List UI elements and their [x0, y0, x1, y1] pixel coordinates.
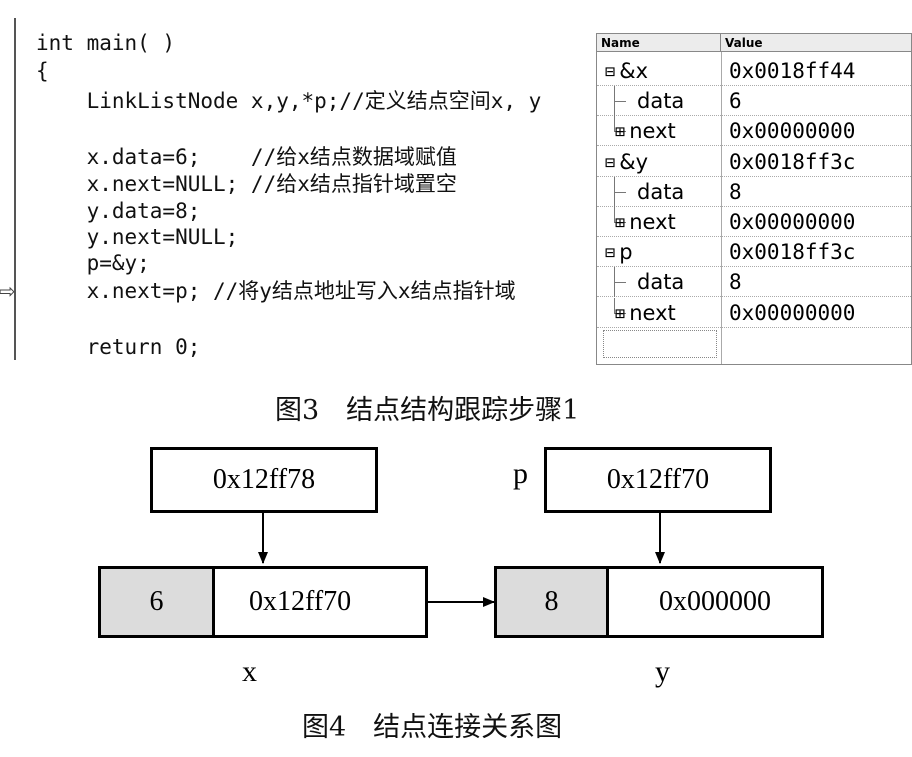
watch-row-value[interactable]: 0x0018ff44	[729, 59, 856, 83]
watch-row-label: next	[629, 210, 676, 234]
watch-row-label: &y	[619, 149, 649, 174]
gutter-divider	[14, 18, 16, 360]
tree-connector	[614, 312, 626, 314]
collapse-icon[interactable]: ⊟	[605, 243, 616, 264]
node-y-next: 0x000000	[606, 566, 824, 638]
watch-row[interactable]: ⊞next 0x00000000	[597, 116, 911, 147]
watch-row[interactable]: ⊞next 0x00000000	[597, 207, 911, 237]
watch-row-label: p	[619, 240, 633, 265]
watch-row-label: data	[637, 89, 685, 114]
watch-row-value[interactable]: 0x00000000	[729, 210, 856, 234]
code-line: x.next=p; //将y结点地址写入x结点指针域	[36, 279, 516, 303]
watch-row[interactable]: data 8	[597, 176, 911, 207]
tree-connector	[614, 207, 615, 223]
tree-connector	[614, 267, 615, 298]
watch-row-label: &x	[619, 59, 649, 83]
watch-row-name: data	[637, 267, 684, 297]
watch-row-value[interactable]: 0x0018ff3c	[729, 149, 856, 174]
code-editor: ⇨ int main( ) { LinkListNode x,y,*p;//定义结…	[0, 18, 592, 368]
tree-connector	[614, 116, 615, 133]
watch-row[interactable]: data 6	[597, 86, 911, 117]
watch-row-label: next	[629, 300, 676, 325]
watch-row-name: ⊟&x	[605, 56, 648, 86]
watch-row[interactable]: ⊟&x 0x0018ff44	[597, 56, 911, 86]
watch-row[interactable]: ⊟p 0x0018ff3c	[597, 237, 911, 268]
watch-row-label: data	[637, 179, 685, 204]
p-pointer-box: 0x12ff70	[544, 447, 772, 513]
figure-3-caption: 图3 结点结构跟踪步骤1	[275, 395, 580, 426]
watch-header-value[interactable]: Value	[721, 34, 911, 52]
watch-column-divider	[721, 52, 722, 364]
watch-row-value[interactable]: 0x00000000	[729, 119, 856, 144]
expand-icon[interactable]: ⊞	[615, 303, 626, 324]
watch-row-name: ⊞next	[615, 298, 676, 328]
code-line: p=&y;	[36, 251, 150, 275]
watch-row[interactable]: data 8	[597, 267, 911, 298]
watch-row-label: data	[637, 270, 685, 295]
tree-connector	[614, 191, 626, 193]
p-label: p	[513, 457, 528, 490]
figure-4-caption: 图4 结点连接关系图	[302, 712, 563, 743]
collapse-icon[interactable]: ⊟	[605, 152, 616, 173]
watch-row-name: ⊞next	[615, 207, 676, 237]
watch-row-name: ⊟p	[605, 237, 633, 267]
tree-connector	[614, 86, 615, 117]
execution-pointer-icon: ⇨	[0, 279, 16, 303]
code-line: return 0;	[36, 335, 201, 359]
watch-row[interactable]: ⊟&y 0x0018ff3c	[597, 147, 911, 177]
code-line: y.data=8;	[36, 199, 201, 223]
watch-row-value[interactable]: 0x00000000	[729, 300, 856, 325]
expand-icon[interactable]: ⊞	[615, 122, 626, 143]
tree-connector	[614, 176, 615, 207]
watch-row[interactable]: ⊞next 0x00000000	[597, 297, 911, 328]
node-y-data: 8	[494, 566, 609, 638]
watch-header-name[interactable]: Name	[597, 34, 721, 52]
code-line: LinkListNode x,y,*p;//定义结点空间x, y	[36, 89, 542, 113]
watch-row-value[interactable]: 8	[729, 179, 742, 204]
code-line: y.next=NULL;	[36, 225, 239, 249]
tree-connector	[614, 101, 626, 103]
code-line: {	[36, 59, 49, 83]
code-line: int main( )	[36, 31, 176, 55]
watch-row-name: ⊞next	[615, 116, 676, 146]
watch-row-name: data	[637, 86, 684, 116]
node-x-data: 6	[98, 566, 215, 638]
watch-row-value[interactable]: 6	[729, 89, 742, 114]
tree-connector	[614, 131, 626, 133]
watch-row-name: data	[637, 177, 684, 207]
watch-new-expression-cell[interactable]	[603, 330, 717, 358]
code-line: x.next=NULL; //给x结点指针域置空	[36, 172, 457, 196]
tree-connector	[614, 282, 626, 284]
diagram-arrows	[258, 513, 665, 610]
node-x-next: 0x12ff70	[212, 566, 428, 638]
watch-row-value[interactable]: 0x0018ff3c	[729, 240, 856, 265]
collapse-icon[interactable]: ⊟	[605, 62, 616, 82]
code-line: x.data=6; //给x结点数据域赋值	[36, 145, 457, 169]
expand-icon[interactable]: ⊞	[615, 213, 626, 233]
node-x-label: x	[242, 655, 257, 688]
watch-row-value[interactable]: 8	[729, 270, 742, 295]
tree-connector	[614, 222, 626, 223]
linked-list-diagram: 0x12ff78 p 0x12ff70 6 0x12ff70 8 0x00000…	[0, 430, 912, 700]
x-address-box: 0x12ff78	[150, 447, 378, 513]
node-y-label: y	[655, 655, 670, 688]
tree-connector	[614, 297, 615, 314]
watch-row-name: ⊟&y	[605, 147, 648, 177]
watch-row-label: next	[629, 119, 676, 144]
